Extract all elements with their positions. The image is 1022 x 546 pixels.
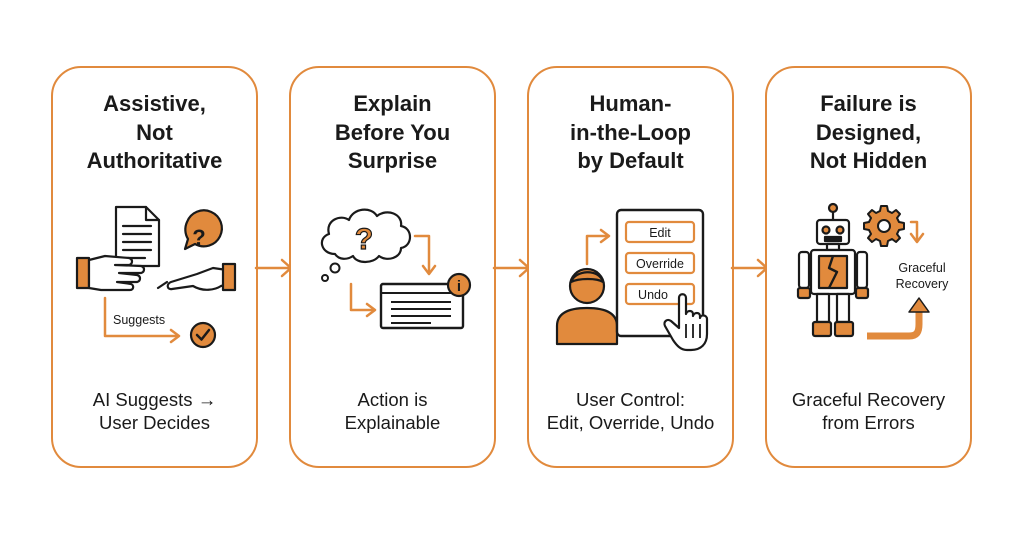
upward-recovery-arrow-icon	[867, 297, 930, 340]
svg-text:?: ?	[355, 223, 373, 256]
user-control-panel-icon: Edit Override Undo	[555, 208, 709, 352]
card-title: Failure is Designed, Not Hidden	[809, 91, 928, 173]
card-title: Assistive, Not Authoritative	[86, 91, 223, 173]
override-option: Override	[624, 251, 696, 275]
explanation-card-icon	[379, 282, 465, 330]
svg-text:?: ?	[192, 225, 205, 250]
card-caption: AI Suggests → User Decides	[92, 389, 217, 433]
recovery-label: Graceful	[898, 261, 945, 275]
svg-text:Undo: Undo	[638, 288, 668, 302]
user-icon	[555, 267, 619, 346]
edit-option: Edit	[624, 220, 696, 244]
svg-text:i: i	[457, 278, 461, 295]
robot-icon	[796, 202, 870, 338]
check-circle-icon	[189, 321, 217, 349]
principle-card-human-in-loop: Human- in-the-Loop by Default Edit Overr…	[527, 66, 734, 468]
card-caption: Graceful Recovery from Errors	[791, 389, 946, 433]
gear-icon	[863, 205, 905, 247]
card-title: Explain Before You Surprise	[334, 91, 451, 173]
card-title: Human- in-the-Loop by Default	[570, 91, 691, 173]
suggests-label: Suggests	[113, 313, 165, 327]
card-caption: Action is Explainable	[344, 389, 441, 433]
card-caption: User Control: Edit, Override, Undo	[546, 389, 715, 433]
principle-card-assistive: Assistive, Not Authoritative ?	[51, 66, 258, 468]
svg-text:Override: Override	[636, 257, 684, 271]
hand-offering-document-icon: ? Suggests	[75, 205, 237, 349]
recovery-label: Recovery	[896, 277, 950, 291]
principle-card-explain: Explain Before You Surprise ?	[289, 66, 496, 468]
pointer-hand-icon	[663, 293, 709, 352]
robot-recovery-icon: Graceful Recovery	[796, 202, 950, 340]
thought-bubble-explanation-icon: ? i	[320, 208, 472, 330]
undo-option: Undo	[624, 282, 696, 306]
principle-card-failure: Failure is Designed, Not Hidden	[765, 66, 972, 468]
info-icon: i	[446, 272, 472, 298]
thought-cloud-icon: ?	[320, 208, 412, 282]
question-bubble-icon: ?	[183, 209, 223, 251]
svg-text:Edit: Edit	[649, 226, 671, 240]
